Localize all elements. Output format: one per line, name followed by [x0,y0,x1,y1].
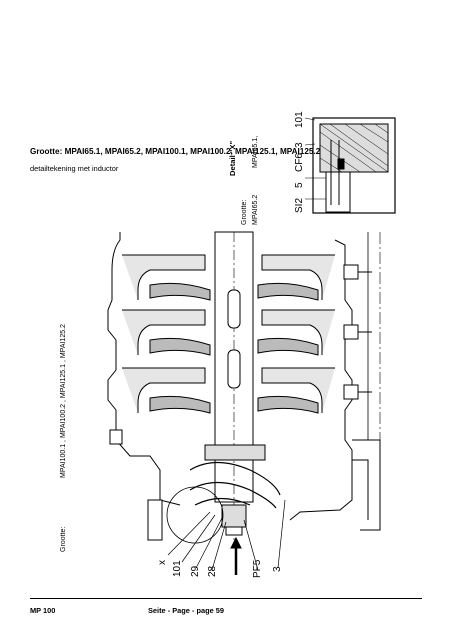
label-101: 101 [172,560,183,577]
detail-screw [337,158,345,170]
footer-page-number: Seite - Page - page 59 [148,606,224,615]
detail-label-3: 3 [294,142,305,148]
page-heading: Grootte: MPAI65.1, MPAI65.2, MPAI100.1, … [30,147,321,156]
detail-x-frame [312,117,396,214]
label-3: 3 [272,566,283,572]
footer-doc-id: MP 100 [30,606,56,615]
label-28: 28 [207,565,218,577]
label-29: 29 [190,565,201,577]
detail-label-cf6: CF6 [294,153,305,172]
detail-label-5: 5 [294,182,305,188]
detail-label-101: 101 [294,111,305,128]
label-pf5: PF5 [252,559,263,578]
detail-label-si2: SI2 [294,198,305,213]
label-x: x [157,560,168,565]
page-subheading: detailtekening met inductor [30,164,119,173]
footer-rule [30,598,422,599]
